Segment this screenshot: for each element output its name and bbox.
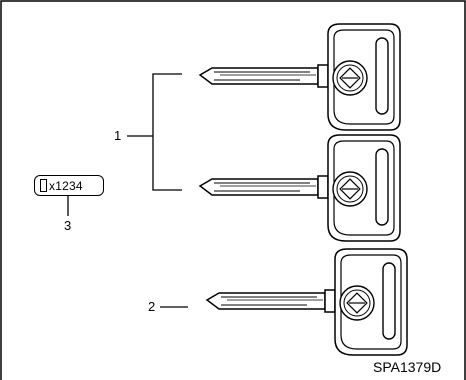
callout-3-label: 3 bbox=[64, 218, 72, 233]
master-key-upper-icon bbox=[199, 23, 401, 131]
key-number-text: x1234 bbox=[49, 178, 83, 193]
key-number-plate: x1234 bbox=[34, 175, 104, 196]
callout-1-bracket bbox=[127, 73, 182, 191]
callout-2-label: 2 bbox=[148, 299, 156, 314]
callout-1-label: 1 bbox=[114, 128, 122, 143]
master-key-lower-icon bbox=[199, 134, 401, 242]
figure-id: SPA1379D bbox=[373, 359, 442, 375]
key-plate-icon bbox=[40, 179, 47, 192]
valet-key-icon bbox=[206, 248, 408, 356]
